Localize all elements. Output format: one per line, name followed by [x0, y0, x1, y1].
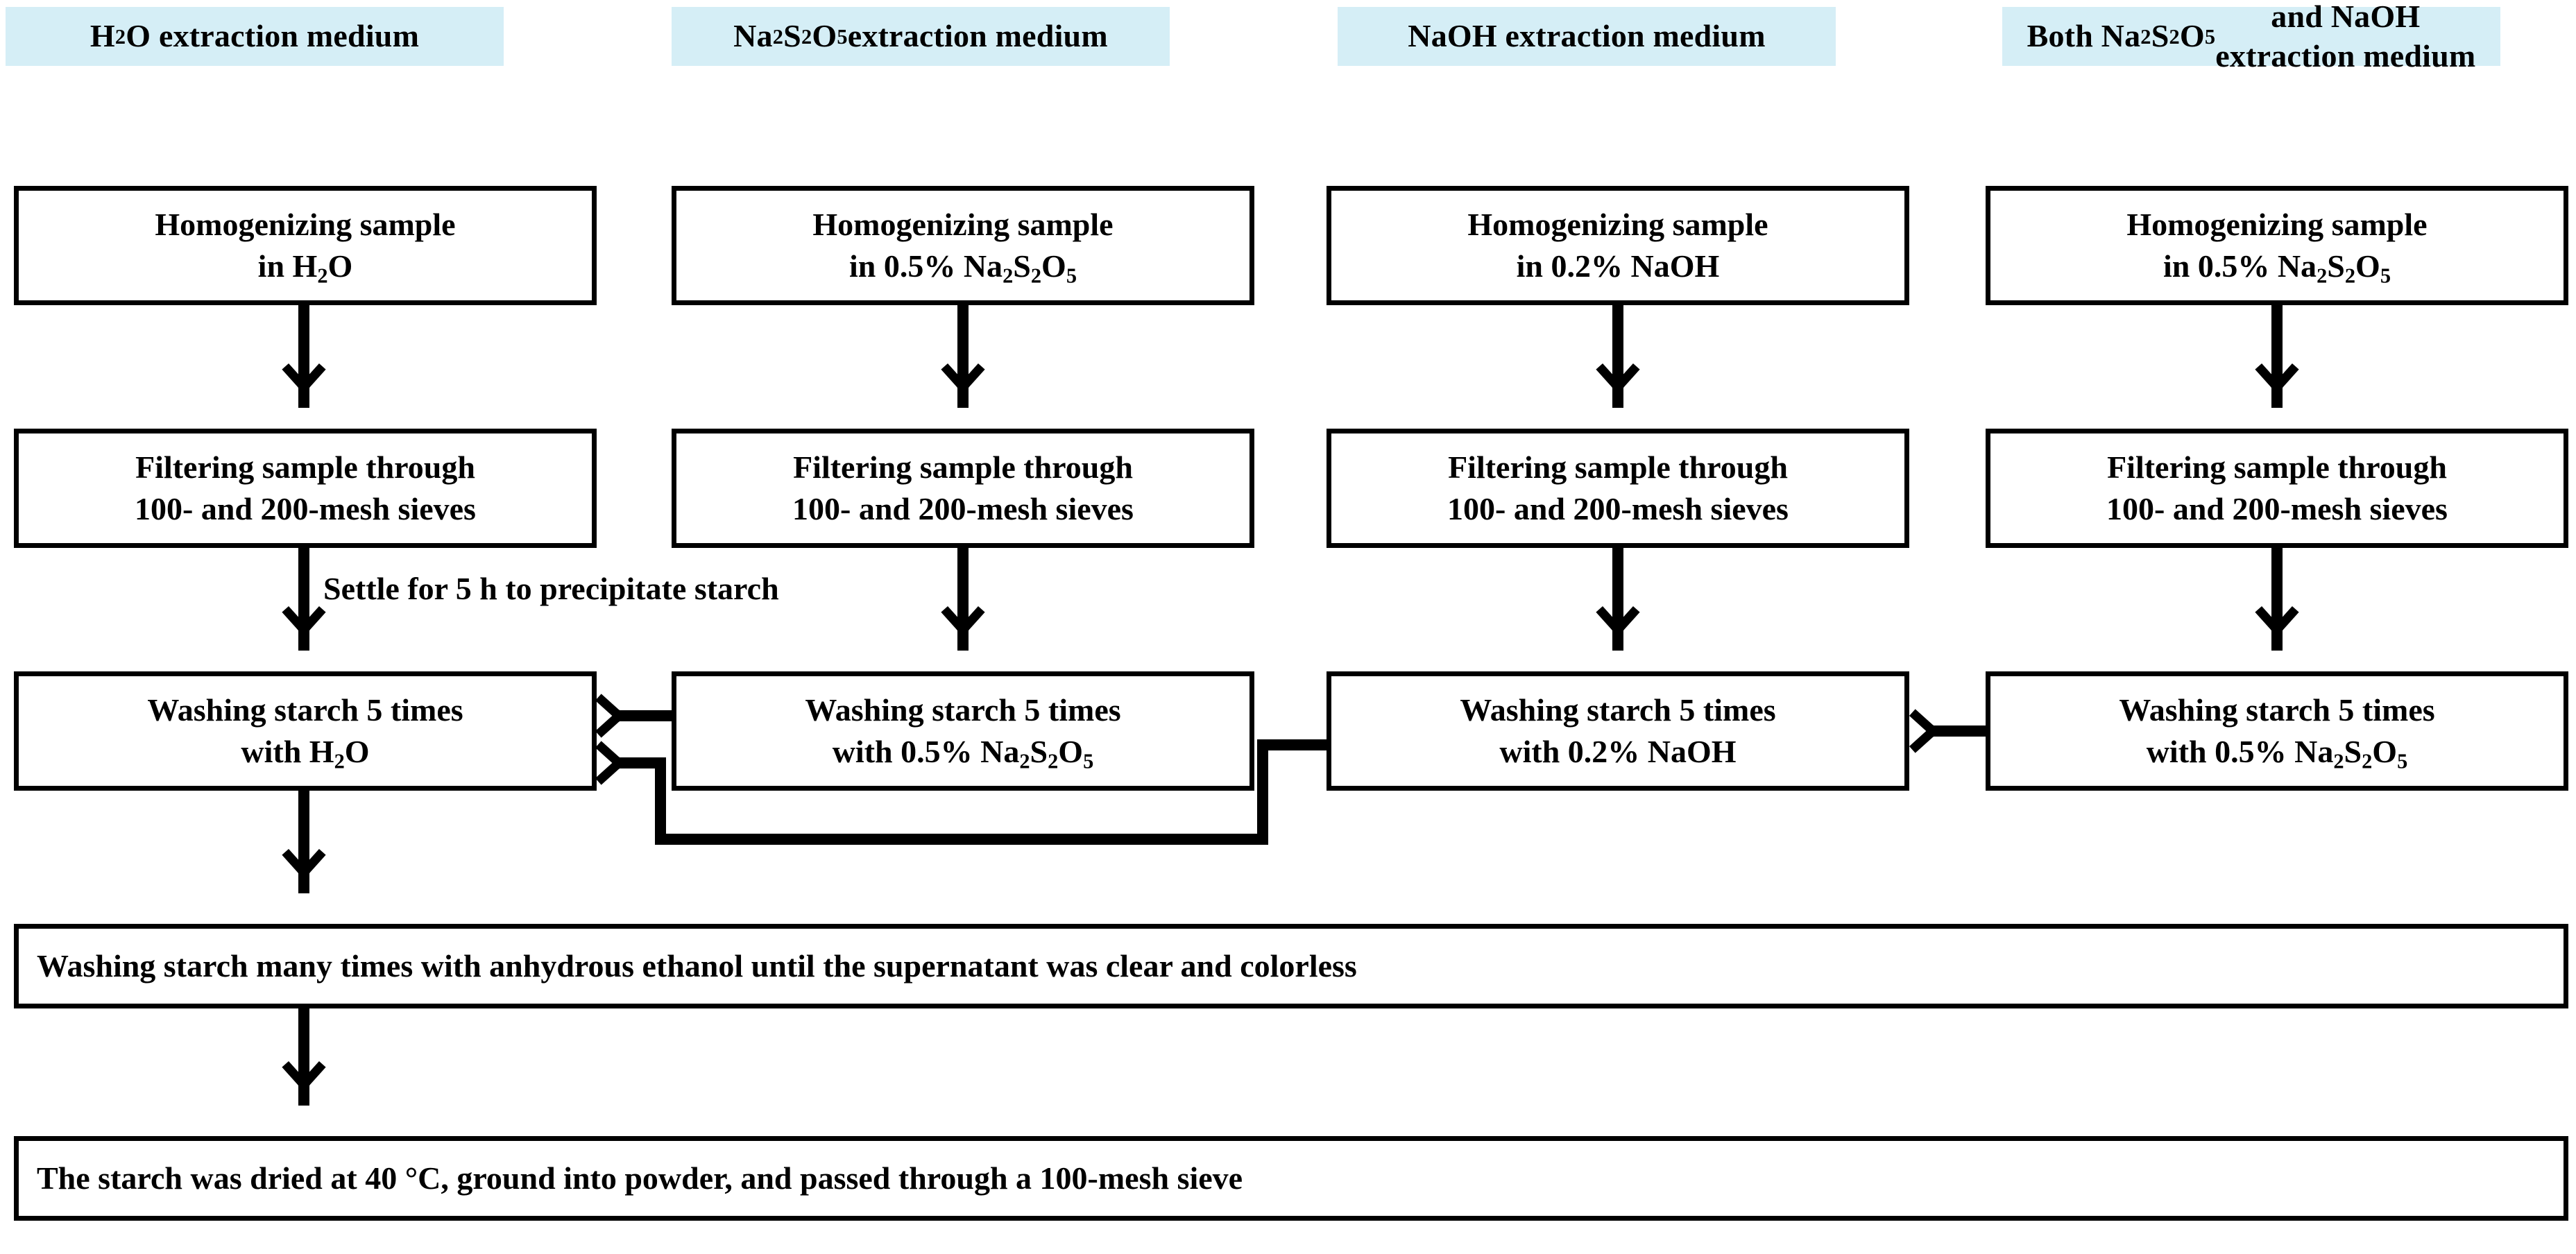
- routed-connector-segment-d: [655, 757, 666, 845]
- edge-label-settle: Settle for 5 h to precipitate starch: [321, 570, 782, 607]
- routed-connector-segment-e: [616, 757, 666, 768]
- connector-wash-both-to-naoh: [1930, 725, 1990, 737]
- routed-connector-segment-b: [1257, 739, 1268, 845]
- routed-connector-segment-c: [655, 834, 1268, 845]
- routed-connector-segment-a: [1257, 739, 1331, 750]
- connector-wash-na2s2o5-to-h2o: [616, 710, 676, 721]
- process-box-ethanol-wash: Washing starch many times with anhydrous…: [14, 924, 2568, 1008]
- process-box-dry-grind: The starch was dried at 40 °C, ground in…: [14, 1136, 2568, 1221]
- header-box-naoh: NaOH extraction medium: [1338, 7, 1836, 66]
